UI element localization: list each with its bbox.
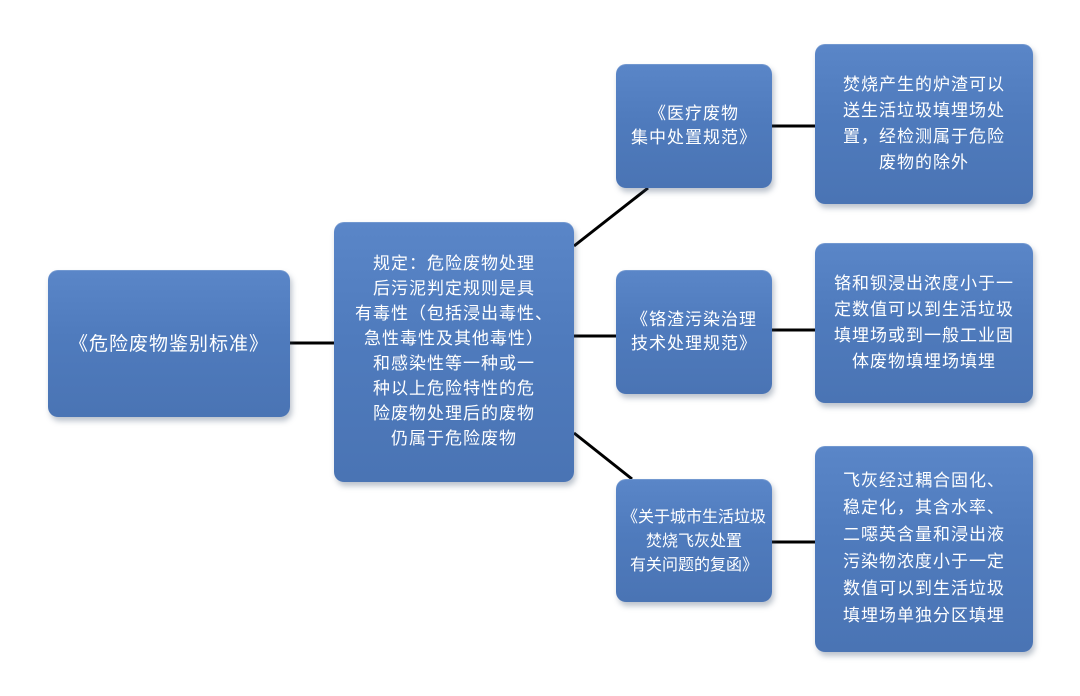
rule-node-label: 规定：危险废物处理 后污泥判定规则是具 有毒性（包括浸出毒性、 急性毒性及其他毒… (355, 254, 553, 449)
standard-node-chromium-label: 《铬渣污染治理 技术处理规范》 (631, 310, 757, 354)
detail-node-medical-label: 焚烧产生的炉渣可以 送生活垃圾填埋场处 置，经检测属于危险 废物的除外 (843, 75, 1005, 173)
detail-node-chromium-label: 铬和钡浸出浓度小于一 定数值可以到生活垃圾 填埋场或到一般工业固 体废物填埋场填… (834, 274, 1014, 372)
standard-node-medical: 《医疗废物 集中处置规范》 (616, 64, 772, 188)
standard-node-fly-ash-label: 《关于城市生活垃圾 焚烧飞灰处置 有关问题的复函》 (621, 506, 766, 574)
detail-node-fly-ash-label: 飞灰经过耦合固化、 稳定化，其含水率、 二噁英含量和浸出液 污染物浓度小于一定 … (843, 471, 1005, 626)
detail-node-medical: 焚烧产生的炉渣可以 送生活垃圾填埋场处 置，经检测属于危险 废物的除外 (815, 44, 1033, 204)
standard-node-medical-label: 《医疗废物 集中处置规范》 (631, 104, 757, 148)
standard-node-fly-ash: 《关于城市生活垃圾 焚烧飞灰处置 有关问题的复函》 (616, 479, 772, 602)
detail-node-chromium: 铬和钡浸出浓度小于一 定数值可以到生活垃圾 填埋场或到一般工业固 体废物填埋场填… (815, 243, 1033, 403)
root-node-label: 《危险废物鉴别标准》 (68, 332, 269, 355)
standard-node-chromium: 《铬渣污染治理 技术处理规范》 (616, 270, 772, 394)
root-node: 《危险废物鉴别标准》 (48, 270, 290, 417)
rule-node: 规定：危险废物处理 后污泥判定规则是具 有毒性（包括浸出毒性、 急性毒性及其他毒… (334, 222, 574, 482)
connector-rule-branch-3 (573, 431, 633, 481)
connector-rule-branch-1 (573, 186, 649, 248)
detail-node-fly-ash: 飞灰经过耦合固化、 稳定化，其含水率、 二噁英含量和浸出液 污染物浓度小于一定 … (815, 446, 1033, 652)
